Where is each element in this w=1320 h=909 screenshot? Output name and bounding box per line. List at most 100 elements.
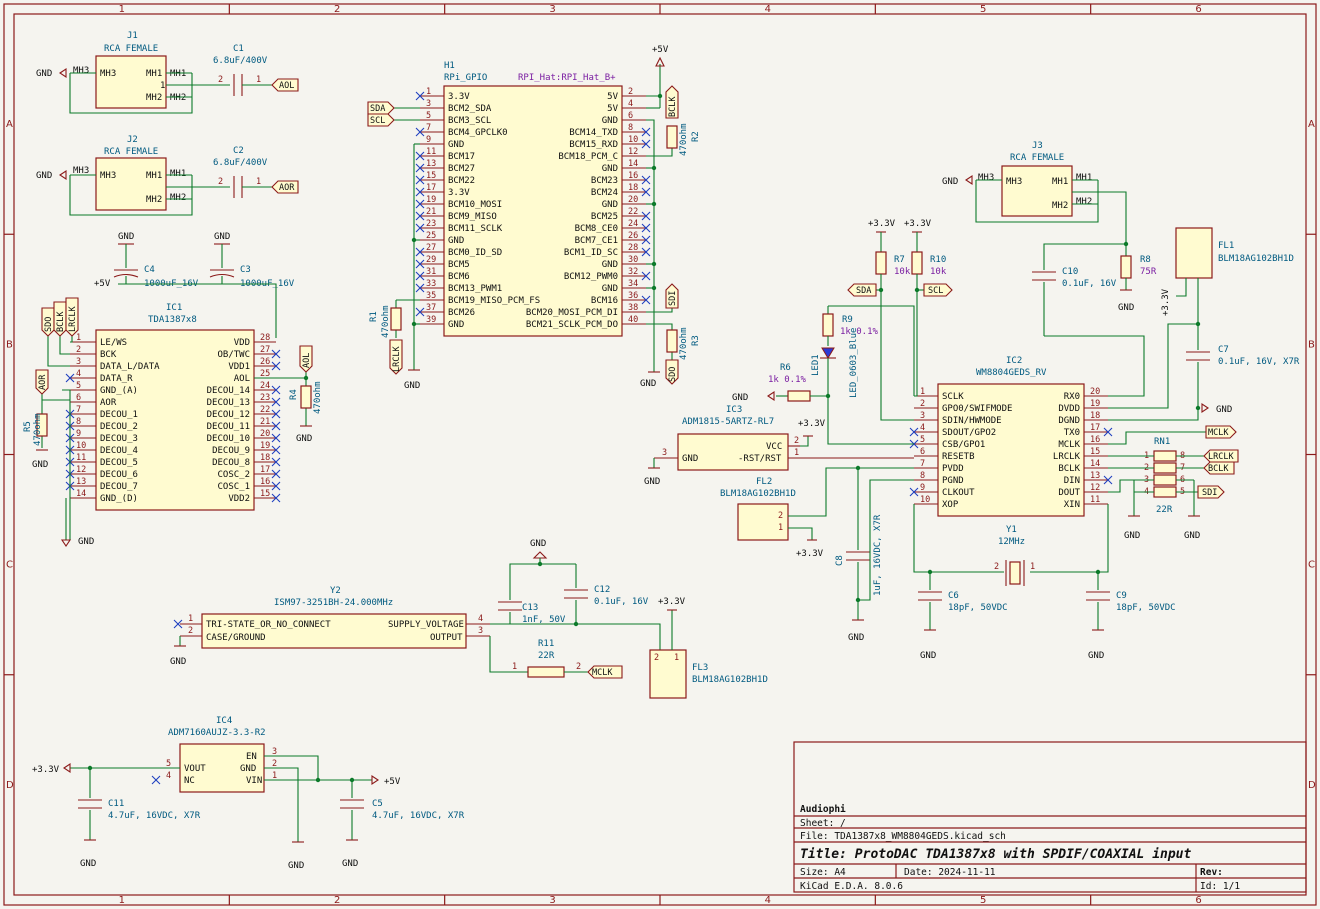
ferrite-fl1[interactable]: FL1 BLM18AG102BH1D +3.3V (1161, 227, 1294, 324)
ic2-pin-num: 7 (920, 459, 925, 469)
capacitor-c9[interactable]: C9 18pF, 50VDC GND (1086, 569, 1176, 661)
resistor-r6[interactable]: R6 1k 0.1% GND (732, 363, 831, 403)
r10-ref: R10 (930, 255, 946, 265)
ic2-pin-num: 9 (920, 483, 925, 493)
resistor-r3[interactable]: R3 470ohm (666, 327, 701, 360)
j2-pinnum-mh1: MH1 (170, 169, 186, 179)
frame-row-B: B (6, 339, 13, 350)
j2-ref: J2 (127, 135, 138, 145)
tb-file: File: TDA1387x8_WM8804GEDS.kicad_sch (800, 831, 1006, 842)
ic1-pin-num: 20 (260, 429, 270, 439)
ic1-pin-num: 27 (260, 345, 270, 355)
ic4-adm7160[interactable]: IC4 ADM7160AUJZ-3.3-R2 VOUT NC EN GND VI… (32, 716, 401, 871)
svg-text:GND: GND (78, 537, 94, 547)
svg-text:GND: GND (644, 477, 660, 487)
ic1-pin-num: 10 (76, 441, 86, 451)
ic2-pin-num: 19 (1090, 399, 1100, 409)
h1-pin-num: 10 (628, 135, 638, 145)
y2-pin-supply: SUPPLY_VOLTAGE (388, 620, 464, 630)
ic1-pin-num: 6 (76, 393, 81, 403)
h1-pin-name: BCM15_RXD (569, 140, 618, 150)
c2-ref: C2 (233, 146, 244, 156)
ic3-pin-gnd: GND (682, 454, 698, 464)
r10-value: 10k (930, 267, 947, 277)
svg-text:MCLK: MCLK (1208, 428, 1229, 438)
capacitor-c5[interactable]: C5 4.7uF, 16VDC, X7R GND (340, 780, 465, 869)
resistor-r8[interactable]: R8 75R GND (1118, 255, 1157, 313)
h1-pin-num: 37 (426, 303, 436, 313)
svg-text:1: 1 (674, 653, 679, 663)
h1-pin-num: 3 (426, 99, 431, 109)
svg-text:BCLK: BCLK (1208, 464, 1229, 474)
capacitor-c7[interactable]: C7 0.1uF, 16V, X7R GND (1108, 321, 1300, 421)
resistor-r10[interactable]: +3.3V R10 10k (904, 219, 947, 397)
ic4-value: ADM7160AUJZ-3.3-R2 (168, 728, 266, 738)
ic4-pin-nc: NC (184, 776, 195, 786)
capacitor-c6[interactable]: C6 18pF, 50VDC GND (918, 569, 1008, 661)
h1-pin-num: 39 (426, 315, 436, 325)
ic1-pin-num: 15 (260, 489, 270, 499)
r7-value: 10k (894, 267, 911, 277)
net-label-sda-h1: SDA (367, 101, 395, 115)
j1-pin-mh2: MH2 (146, 93, 162, 103)
net-label-sda-ic2: SDA (847, 283, 877, 297)
led1[interactable]: LED1 LED_0603_Blue (811, 328, 914, 445)
y2-pin-case: CASE/GROUND (206, 633, 266, 643)
net-label-bclk-h1: BCLK (665, 85, 679, 119)
j3-pin-mh1: MH1 (1052, 177, 1068, 187)
r2-value: 470ohm (679, 123, 689, 156)
capacitor-c11[interactable]: C11 4.7uF, 16VDC, X7R GND (78, 768, 201, 869)
j2-pin-mh3: MH3 (100, 171, 116, 181)
ic1-pin-num: 28 (260, 333, 270, 343)
resistor-r1[interactable]: R1 470ohm (369, 305, 402, 338)
connector-j3[interactable]: J3 RCA FEMALE MH3 MH1 MH2 MH1 MH2 MH3 GN… (942, 141, 1127, 256)
r11-ref: R11 (538, 639, 554, 649)
h1-pin-name: GND (602, 284, 618, 294)
c7-gnd-label: GND (1216, 405, 1232, 415)
capacitor-c3[interactable]: GND C3 1000uF_16V (209, 232, 295, 289)
h1-pin-name: GND (448, 236, 464, 246)
ic3-adm1815[interactable]: IC3 ADM1815-5ARTZ-RL7 GND VCC -RST/RST 3… (644, 405, 914, 487)
ferrite-fl2[interactable]: FL2 BLM18AG102BH1D 21 +3.3V (720, 467, 914, 559)
svg-text:+3.3V: +3.3V (658, 597, 686, 607)
h1-pin-num: 26 (628, 231, 638, 241)
resistor-r4[interactable]: R4 470ohm GND (289, 381, 323, 444)
svg-text:GND: GND (1088, 651, 1104, 661)
oscillator-y2[interactable]: Y2 ISM97-3251BH-24.000MHz TRI-STATE_OR_N… (170, 586, 490, 667)
j1-pin-mh1: MH1 (146, 69, 162, 79)
title-block: Audiophi Sheet: / File: TDA1387x8_WM8804… (793, 741, 1307, 893)
j2-pinnum-mh2: MH2 (170, 193, 186, 203)
resistor-r5[interactable]: R5 470ohm GND (23, 413, 48, 470)
ic1-pin-num: 23 (260, 393, 270, 403)
capacitor-c13[interactable]: C13 1nF, 50V (490, 563, 576, 625)
net-label-lrclk-rn1: LRCLK (1203, 449, 1239, 463)
connector-j1[interactable]: J1 RCA FEMALE MH3 MH1 MH2 1 MH1 MH2 MH3 … (36, 31, 196, 114)
led1-value: LED_0603_Blue (849, 328, 859, 398)
capacitor-c4[interactable]: GND C4 1000uF_16V +5V (94, 232, 199, 289)
capacitor-c8[interactable]: C8 1uF, 16VDC, X7R GND (835, 465, 914, 643)
ic1-pin-name: DECOU_11 (207, 422, 250, 432)
svg-text:4: 4 (166, 771, 171, 781)
frame-col-bottom-5: 5 (980, 895, 986, 906)
y2-pin-tristate: TRI-STATE_OR_NO_CONNECT (206, 620, 331, 630)
h1-pin-num: 25 (426, 231, 436, 241)
ic2-pin-num: 14 (1090, 459, 1100, 469)
capacitor-c10[interactable]: C10 0.1uF, 16V (1032, 241, 1145, 397)
svg-text:LRCLK: LRCLK (68, 306, 78, 332)
net-label-mclk-ic2: MCLK (1108, 425, 1237, 445)
resistor-r9[interactable]: R9 1k 0.1% (822, 305, 915, 396)
resistor-r2[interactable]: R2 470ohm (666, 123, 701, 156)
capacitor-c12[interactable]: GND C12 0.1uF, 16V (510, 539, 661, 650)
resistor-r7[interactable]: +3.3V R7 10k (868, 219, 914, 421)
c5-value: 4.7uF, 16VDC, X7R (372, 811, 465, 821)
connector-j2[interactable]: J2 RCA FEMALE MH3 MH1 MH2 MH1 MH2 MH3 GN… (36, 135, 230, 216)
